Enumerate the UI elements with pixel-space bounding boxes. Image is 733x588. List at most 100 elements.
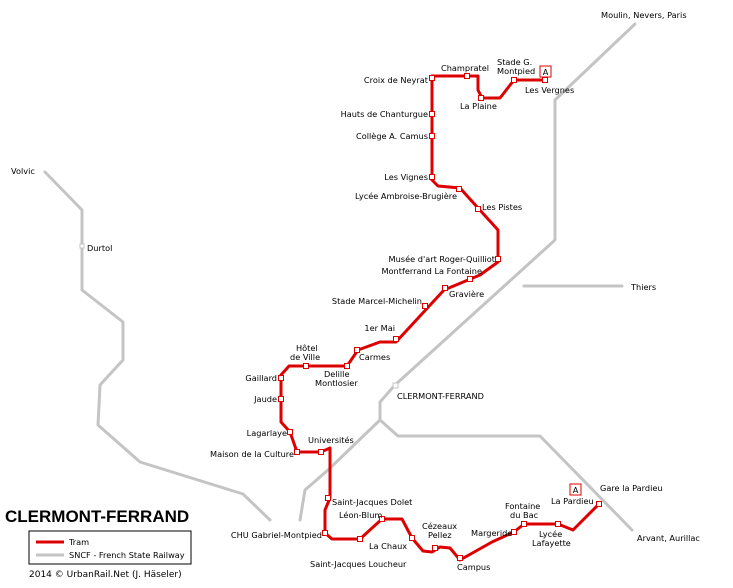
station-marker-saint-jacques-dolet	[325, 495, 331, 501]
label-lycee-brugiere: Lycée Ambroise-Brugière	[355, 191, 457, 201]
label-la-chaux: La Chaux	[369, 541, 407, 551]
station-marker-la-pardieu	[596, 501, 602, 507]
label-delille-1: Delille	[324, 369, 349, 379]
station-marker-hotel-de-ville	[303, 363, 309, 369]
credit: 2014 © UrbanRail.Net (J. Häseler)	[29, 570, 182, 580]
station-marker-lycee-brugiere	[456, 186, 462, 192]
label-hotel-de-ville-2: de Ville	[290, 352, 320, 362]
label-cezeaux-1: Cézeaux	[422, 521, 457, 531]
station-marker-musee	[495, 256, 501, 262]
label-premier-mai: 1er Mai	[364, 323, 395, 333]
station-marker-stade-montpied	[511, 77, 517, 83]
station-marker-la-chaux	[409, 535, 415, 541]
station-marker-hauts-de-chanturgue	[429, 111, 435, 117]
label-stade-montpied-1: Stade G.	[497, 57, 532, 67]
label-volvic: Volvic	[11, 166, 35, 176]
station-marker-maison-culture	[294, 449, 300, 455]
rail-station-durtol	[79, 243, 85, 249]
station-marker-stade-michelin	[422, 303, 428, 309]
tram-line-a	[279, 74, 601, 562]
label-lagarlaye: Lagarlaye	[247, 428, 287, 438]
label-gaillard: Gaillard	[245, 373, 277, 383]
rail-line-volvic	[43, 170, 272, 522]
label-croix-de-neyrat: Croix de Neyrat	[364, 75, 429, 85]
label-stade-montpied-2: Montpied	[497, 66, 535, 76]
line-badge-south-text: A	[573, 485, 579, 495]
station-marker-les-pistes	[475, 206, 481, 212]
rail-line-south-west	[298, 418, 382, 522]
label-saint-jacques-dolet: Saint-Jacques Dolet	[332, 497, 413, 507]
label-chu: CHU Gabriel-Montpied	[231, 530, 322, 540]
station-marker-carmes	[354, 347, 360, 353]
label-les-pistes: Les Pistes	[482, 202, 522, 212]
label-universites: Universités	[308, 435, 354, 445]
station-marker-lycee-lafayette	[555, 521, 561, 527]
label-graviere: Gravière	[449, 289, 484, 299]
tram-stations	[278, 73, 602, 561]
station-marker-universites	[318, 449, 324, 455]
label-carmes: Carmes	[359, 352, 390, 362]
label-les-vergnes: Les Vergnes	[525, 85, 574, 95]
station-marker-cezeaux	[432, 545, 438, 551]
label-lycee-lafayette-1: Lycée	[539, 529, 562, 539]
label-montferrand: Montferrand La Fontaine	[381, 266, 482, 276]
station-marker-campus	[457, 555, 463, 561]
label-hotel-de-ville-1: Hôtel	[296, 343, 318, 353]
label-college-camus: Collège A. Camus	[356, 131, 428, 141]
label-musee: Musée d'art Roger-Quilliot	[389, 254, 496, 264]
label-moulin: Moulin, Nevers, Paris	[601, 10, 687, 20]
label-la-plaine: La Plaine	[460, 101, 497, 111]
label-maison-culture: Maison de la Culture	[210, 449, 294, 459]
label-la-pardieu: La Pardieu	[551, 496, 594, 506]
label-saint-jacques-loucheur: Saint-Jacques Loucheur	[310, 559, 407, 569]
line-badge-north: A	[539, 65, 552, 78]
labels: Moulin, Nevers, Paris Volvic Durtol Thie…	[11, 10, 700, 572]
rail-stations	[79, 243, 399, 389]
station-marker-lagarlaye	[287, 429, 293, 435]
station-marker-jaude	[278, 396, 284, 402]
station-marker-croix-de-neyrat	[429, 75, 435, 81]
label-fontaine-du-bac-1: Fontaine	[505, 501, 540, 511]
label-lycee-lafayette-2: Lafayette	[532, 538, 571, 548]
station-marker-margeride	[511, 529, 517, 535]
label-leon-blum: Léon-Blum	[339, 510, 382, 520]
label-thiers: Thiers	[630, 282, 656, 292]
station-marker-les-vignes	[429, 174, 435, 180]
label-champratel: Champratel	[441, 63, 489, 73]
label-les-vignes: Les Vignes	[384, 172, 428, 182]
station-marker-montferrand	[467, 276, 473, 282]
station-marker-saint-jacques-loucheur	[357, 536, 363, 542]
station-marker-la-plaine	[478, 95, 484, 101]
label-fontaine-du-bac-2: du Bac	[510, 510, 538, 520]
label-arvant: Arvant, Aurillac	[637, 533, 700, 543]
legend-box	[28, 530, 192, 565]
label-gare-pardieu: Gare la Pardieu	[600, 483, 663, 493]
label-margeride: Margeride	[471, 528, 512, 538]
label-campus: Campus	[457, 562, 490, 572]
label-cezeaux-2: Pellez	[428, 530, 452, 540]
station-marker-leon-blum	[379, 516, 385, 522]
station-marker-fontaine-du-bac	[521, 521, 527, 527]
legend-tram-label: Tram	[68, 537, 89, 547]
map-title: CLERMONT-FERRAND	[5, 507, 189, 526]
rail-station-clermont	[392, 382, 399, 389]
station-marker-les-vergnes	[542, 77, 548, 83]
station-marker-champratel	[464, 73, 470, 79]
label-durtol: Durtol	[87, 243, 112, 253]
label-hauts-de-chanturgue: Hauts de Chanturgue	[341, 109, 428, 119]
line-badge-north-text: A	[543, 67, 549, 77]
rail-line-paris	[378, 22, 637, 532]
legend: Tram SNCF - French State Railway	[28, 530, 192, 565]
station-marker-chu	[322, 530, 328, 536]
label-jaude: Jaude	[253, 394, 277, 404]
station-marker-gaillard	[278, 375, 284, 381]
station-marker-premier-mai	[393, 336, 399, 342]
label-stade-michelin: Stade Marcel-Michelin	[332, 296, 422, 306]
station-marker-graviere	[442, 285, 448, 291]
station-marker-college-camus	[429, 133, 435, 139]
label-delille-2: Montlosier	[315, 378, 358, 388]
rail-network	[43, 22, 637, 532]
station-marker-delille	[344, 363, 350, 369]
